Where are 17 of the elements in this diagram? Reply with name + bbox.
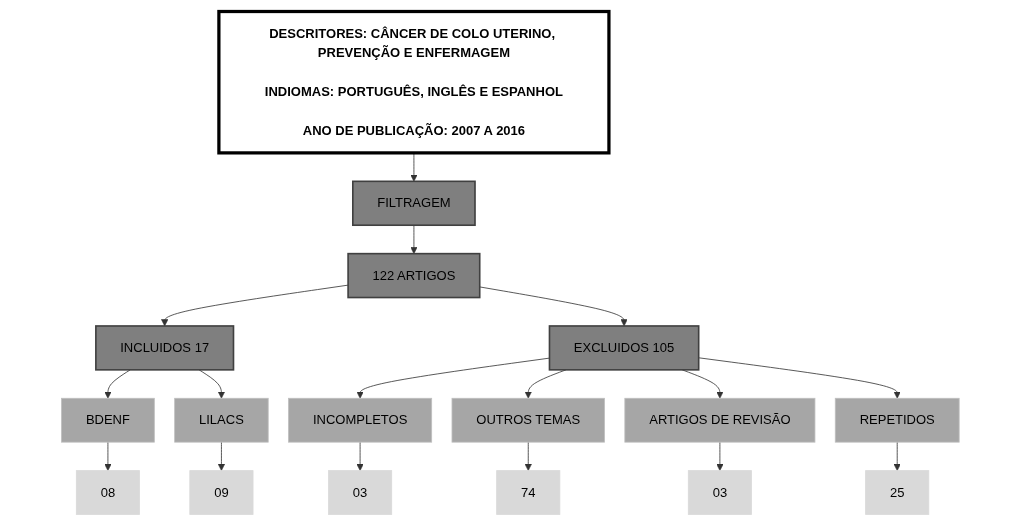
node-box: 09 — [189, 470, 254, 515]
node-box: ARTIGOS DE REVISÃO — [624, 397, 816, 443]
node-box: 03 — [328, 470, 393, 515]
node-box: 25 — [865, 470, 930, 515]
node-box: INCOMPLETOS — [288, 397, 433, 443]
node-box: EXCLUIDOS 105 — [548, 325, 700, 371]
node-box: REPETIDOS — [835, 397, 960, 443]
node-box: DESCRITORES: CÂNCER DE COLO UTERINO, PREVENÇÃO E ENFERMAGEM INDIOMAS: PORTUGUÊS, INGLÊS E ESPANHOL ANO DE PUBLICAÇÃO: 2007 A 2016 — [217, 9, 611, 155]
node-box: BDENF — [61, 397, 155, 443]
node-box: 03 — [688, 470, 753, 515]
node-box: 74 — [496, 470, 561, 515]
node-box: FILTRAGEM — [352, 180, 476, 227]
node-box: LILACS — [174, 397, 269, 443]
node-box: OUTROS TEMAS — [451, 397, 606, 443]
node-box: 08 — [76, 470, 141, 515]
node-box: INCLUIDOS 17 — [95, 325, 235, 371]
node-box: 122 ARTIGOS — [347, 252, 481, 299]
